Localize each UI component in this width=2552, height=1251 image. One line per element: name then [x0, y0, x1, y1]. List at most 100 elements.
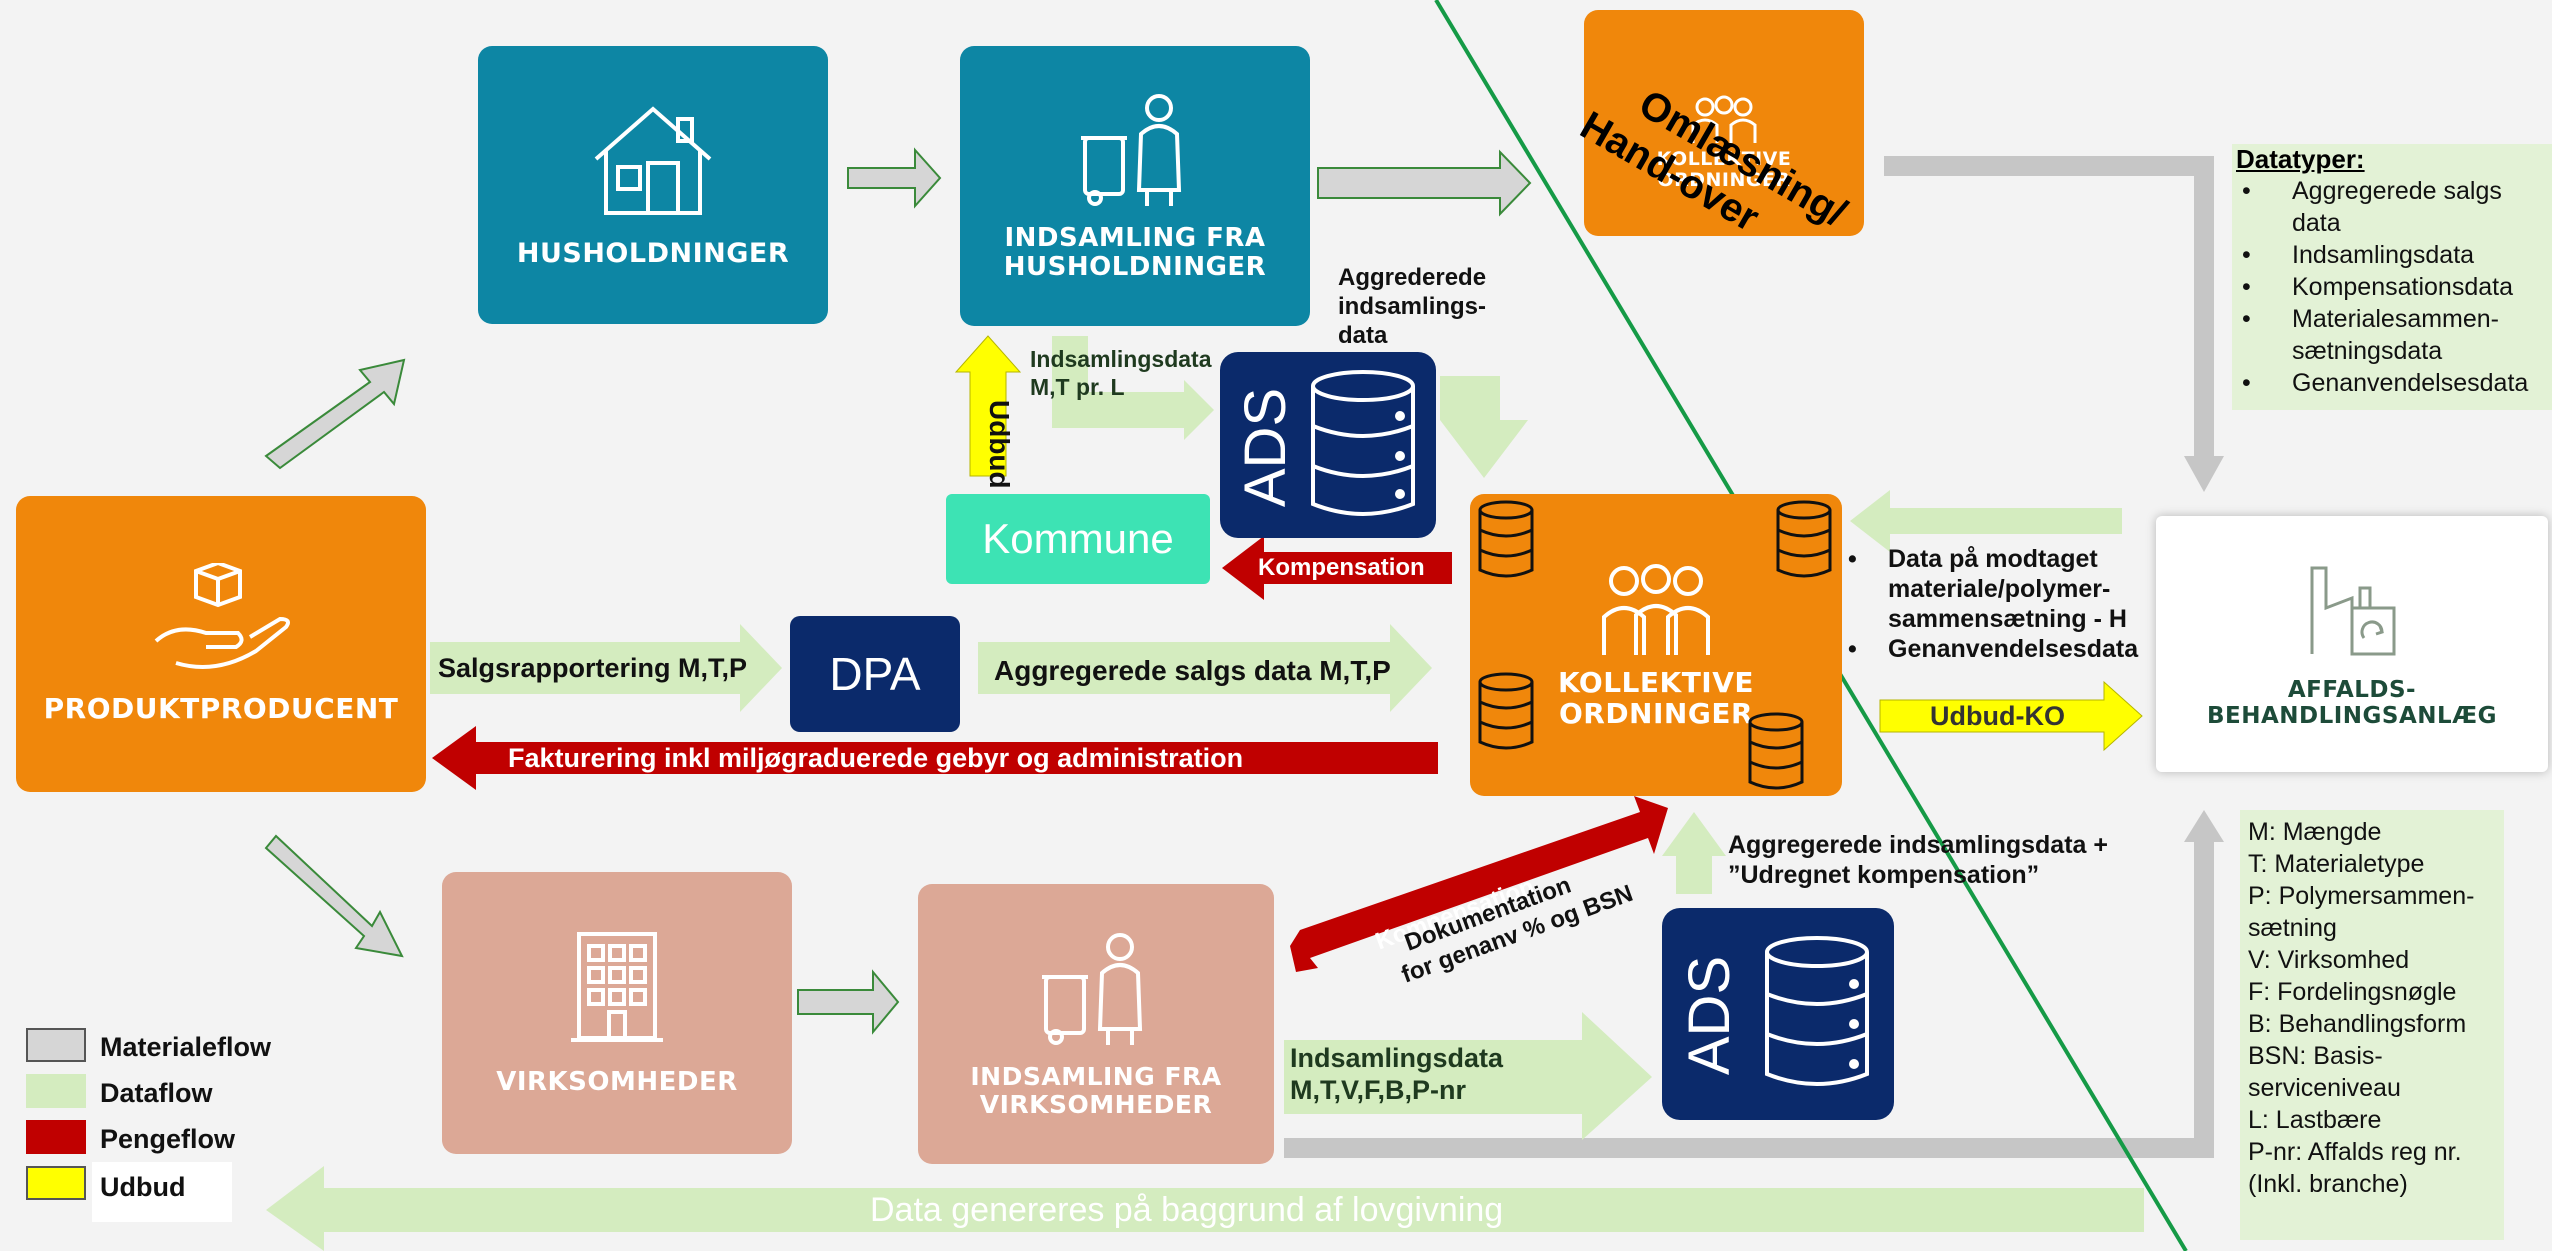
virksomheder-box: VIRKSOMHEDER: [442, 872, 792, 1154]
key-item: B: Behandlingsform: [2248, 1010, 2467, 1038]
people-icon-small: [1691, 95, 1757, 143]
key-item: P-nr: Affalds reg nr. (Inkl. branche): [2248, 1138, 2462, 1198]
moneyflow-arrow-fakturering: [432, 726, 1438, 790]
kollektive-main-line1: KOLLEKTIVE: [1557, 665, 1755, 699]
produktproducent-title: PRODUKTPRODUCENT: [43, 692, 399, 726]
dataflow-arrow-data-modtaget: [1850, 490, 2122, 552]
database-icon-4: [1748, 712, 1804, 790]
genanvendelsesdata-bullet: • Genanvendelsesdata: [1848, 634, 2138, 664]
database-icon-ads-bottom: [1765, 936, 1869, 1086]
ads-label-bottom: ADS: [1677, 955, 1743, 1076]
kollektive-top-line1: KOLLEKTIVE: [1656, 147, 1792, 170]
recycling-plant-icon: [2310, 566, 2396, 656]
ads-label-top: ADS: [1233, 387, 1299, 508]
affald-title: AFFALDS- BEHANDLINGSANLÆG: [2206, 677, 2498, 730]
data-modtaget-label: • Data på modtaget materiale/polymer- sa…: [1848, 544, 2138, 664]
fakturering-label: Fakturering inkl miljøgraduerede gebyr o…: [508, 743, 1244, 773]
route-top-vertical: [2194, 156, 2214, 456]
money-flow-arrows: [432, 536, 1668, 972]
route-bottom-vertical: [2194, 842, 2214, 1158]
kollektive-top-title: KOLLEKTIVE ORDNINGER: [1656, 147, 1792, 192]
legend-swatch-dataflow: [26, 1074, 86, 1108]
ads-box-top: ADS: [1220, 352, 1436, 538]
aggr-komp-line1: Aggregerede indsamlingsdata +: [1728, 831, 2108, 859]
materialflow-arrow-virk: [797, 969, 900, 1035]
kommune-label: Kommune: [982, 515, 1174, 562]
bottom-banner-label: Data genereres på baggrund af lovgivning: [870, 1191, 1504, 1229]
salgsrapportering-label: Salgsrapportering M,T,P: [438, 653, 748, 683]
inds-bottom-line2: M,T,V,F,B,P-nr: [1290, 1075, 1467, 1106]
key-item: T: Materialetype: [2248, 850, 2425, 878]
kollektive-main-title: KOLLEKTIVE ORDNINGER: [1557, 665, 1755, 730]
affaldsbehandlingsanlaeg-box: AFFALDS- BEHANDLINGSANLÆG: [2156, 516, 2548, 772]
data-modtaget-line1: Data på modtaget: [1888, 545, 2098, 573]
key-item: P: Polymersammen-sætning: [2248, 882, 2475, 942]
route-top-horizontal: [1884, 156, 2214, 176]
key-item: V: Virksomhed: [2248, 946, 2410, 974]
aggregerede-kompensation-label: Aggregerede indsamlingsdata + ”Udregnet …: [1728, 830, 2108, 890]
legend-swatch-materialeflow: [26, 1028, 86, 1062]
kompensation-top-label: Kompensation: [1258, 554, 1425, 581]
materialflow-arrow-hus-to-kollektive: [1317, 149, 1532, 217]
indsamling-hus-line1: INDSAMLING FRA: [1004, 222, 1266, 253]
indsamling-virk-line1: INDSAMLING FRA: [970, 1062, 1222, 1091]
indsamling-virksomheder-box: INDSAMLING FRA VIRKSOMHEDER: [918, 884, 1274, 1164]
legend-swatch-udbud: [26, 1166, 86, 1200]
aggregerede-salgs-label: Aggregerede salgs data M,T,P: [994, 655, 1391, 686]
inds-top-line2: M,T pr. L: [1030, 373, 1125, 400]
key-item: BSN: Basis-serviceniveau: [2248, 1042, 2401, 1102]
udbud-vertical-label: Udbud: [984, 400, 1015, 489]
kollektive-top-line2: ORDNINGER: [1657, 169, 1791, 191]
legend-label-materialeflow: Materialeflow: [100, 1032, 272, 1062]
material-routes: [1284, 156, 2224, 1158]
database-icon-1: [1478, 500, 1534, 578]
house-icon: [594, 106, 712, 215]
affald-line2: BEHANDLINGSANLÆG: [2206, 703, 2498, 729]
bullet-icon: •: [1848, 635, 1857, 663]
data-modtaget-line3: sammensætning - H: [1888, 605, 2127, 633]
datatyper-item: Materialesammen-sætningsdata: [2232, 303, 2552, 367]
datatyper-item: Kompensationsdata: [2232, 271, 2552, 303]
data-modtaget-line2: materiale/polymer-: [1888, 575, 2111, 603]
office-building-icon: [571, 932, 663, 1043]
aggr-line2: indsamlings-: [1338, 292, 1487, 320]
genanvendelsesdata-label: Genanvendelsesdata: [1888, 635, 2139, 663]
key-item: L: Lastbære: [2248, 1106, 2382, 1134]
data-flow-arrows: [266, 336, 2144, 1251]
dataflow-arrow-ads-to-ko-bottom: [1662, 812, 1726, 894]
indsamlingsdata-top-label: Indsamlingsdata M,T pr. L: [1030, 346, 1211, 401]
database-icon-2: [1776, 500, 1832, 578]
aggregerede-indsamlingsdata-label: Aggrederede indsamlings- data: [1338, 264, 1486, 350]
key-panel: M: Mængde T: Materialetype P: Polymersam…: [2240, 810, 2504, 1240]
affald-line1: AFFALDS-: [2287, 677, 2417, 704]
database-icon-ads-top: [1311, 370, 1415, 516]
waste-collector-icon: [1081, 93, 1182, 206]
dataflow-arrow-aggregerede-salgs: [978, 624, 1432, 712]
legend-udbud-bg: [92, 1162, 232, 1222]
husholdninger-title: HUSHOLDNINGER: [516, 237, 790, 269]
dpa-label: DPA: [829, 648, 921, 700]
database-icon-3: [1478, 672, 1534, 750]
udbud-arrow-vertical: [954, 335, 1022, 477]
indsamlingsdata-bottom-label: Indsamlingsdata M,T,V,F,B,P-nr: [1290, 1042, 1503, 1107]
route-top-arrowhead: [2184, 456, 2224, 492]
inds-bottom-line1: Indsamlingsdata: [1290, 1043, 1504, 1073]
legend-label-pengeflow: Pengeflow: [100, 1124, 236, 1154]
dataflow-banner-arrow: [266, 1166, 2144, 1251]
legend-swatch-pengeflow: [26, 1120, 86, 1154]
materialflow-arrow-hus: [847, 147, 942, 209]
dataflow-arrow-salgsrapportering: [430, 624, 782, 712]
datatyper-item: Genanvendelsesdata: [2232, 367, 2552, 399]
waste-collector-icon-2: [1042, 933, 1143, 1045]
dpa-box: DPA: [790, 616, 960, 732]
legend-label-udbud: Udbud: [100, 1172, 186, 1202]
dataflow-arrow-indsamlingsdata: [1052, 336, 1214, 440]
kollektive-main-line2: ORDNINGER: [1558, 697, 1754, 730]
kommune-box: Kommune: [946, 494, 1210, 584]
dataflow-arrow-ads-to-ko: [1440, 376, 1528, 478]
husholdninger-box: HUSHOLDNINGER: [478, 46, 828, 324]
aggr-komp-line2: ”Udregnet kompensation”: [1728, 861, 2040, 889]
kollektive-ordninger-top-box: KOLLEKTIVE ORDNINGER: [1584, 10, 1864, 236]
inds-top-line1: Indsamlingsdata: [1030, 346, 1212, 372]
produktproducent-box: PRODUKTPRODUCENT: [16, 496, 426, 792]
